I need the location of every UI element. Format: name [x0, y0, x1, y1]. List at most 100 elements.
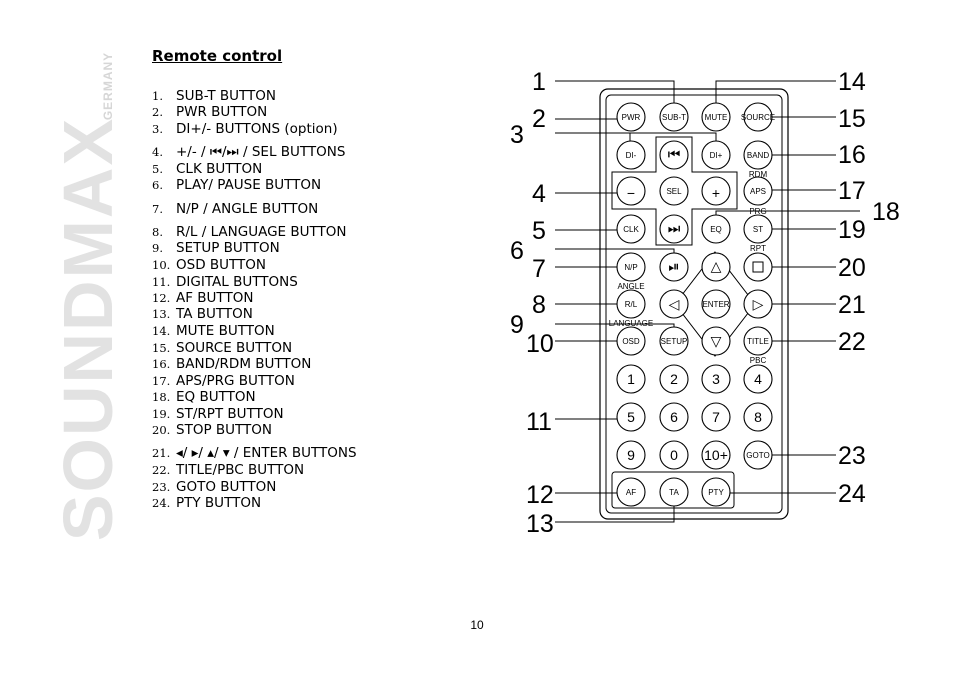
list-item-number: 21.	[152, 446, 171, 460]
digit-label: 2	[670, 371, 678, 387]
band-button-label: BAND	[747, 151, 769, 160]
list-item: 14.MUTE BUTTON	[152, 323, 275, 339]
list-item-text: AF BUTTON	[176, 290, 254, 306]
list-item-number: 24.	[152, 496, 171, 510]
callout-line-14	[715, 80, 836, 103]
digit-button	[616, 440, 646, 470]
prev-track-icon: ⏮	[668, 146, 681, 162]
aps-button	[743, 176, 773, 206]
pbc-label: PBC	[750, 356, 767, 365]
list-item: 23.GOTO BUTTON	[152, 479, 276, 495]
list-item: 19.ST/RPT BUTTON	[152, 406, 284, 422]
digit-button	[701, 402, 731, 432]
clk-button-label: CLK	[623, 225, 639, 234]
callout-number: 22	[838, 328, 866, 356]
callout-number: 4	[532, 180, 546, 208]
list-item: 1. SUB-T BUTTON	[152, 88, 276, 104]
n-p-button-label: N/P	[624, 263, 637, 272]
list-item-number: 7.	[152, 202, 163, 216]
callout-number: 1	[532, 68, 546, 96]
minus-button	[616, 176, 646, 206]
list-item-text: EQ BUTTON	[176, 389, 256, 405]
list-item-number: 16.	[152, 357, 171, 371]
digit-button	[616, 364, 646, 394]
digit-button	[659, 440, 689, 470]
digit-button	[743, 364, 773, 394]
sel-button	[659, 176, 689, 206]
down-arrow-icon: ▽	[711, 333, 722, 349]
up-button	[701, 252, 731, 282]
pwr-button	[616, 102, 646, 132]
callout-number: 20	[838, 254, 866, 282]
angle-label: ANGLE	[617, 282, 644, 291]
callout-number: 24	[838, 480, 866, 508]
digit-label: 9	[627, 447, 635, 463]
list-item-text: CLK BUTTON	[176, 161, 263, 177]
callout-number: 12	[526, 481, 554, 509]
stop-icon	[752, 261, 764, 273]
callout-number: 9	[510, 311, 524, 339]
af-ta-pty-box	[611, 471, 735, 509]
list-item-text: APS/PRG BUTTON	[176, 373, 295, 389]
list-item-text: PWR BUTTON	[176, 104, 268, 120]
list-item-number: 13.	[152, 307, 171, 321]
callout-number: 10	[526, 330, 554, 358]
callout-number: 21	[838, 291, 866, 319]
brand-sub-text: GERMANY	[101, 51, 115, 121]
list-item-text: BAND/RDM BUTTON	[176, 356, 312, 372]
list-item-number: 18.	[152, 390, 171, 404]
list-item-text: SUB-T BUTTON	[176, 88, 277, 104]
di-minus-button	[616, 140, 646, 170]
list-item-number: 1.	[152, 89, 163, 103]
callout-line-18	[715, 210, 860, 215]
up-arrow-icon: △	[711, 258, 722, 274]
list-item: 5.CLK BUTTON	[152, 161, 262, 177]
mute-button-label: MUTE	[705, 113, 728, 122]
list-item-text: OSD BUTTON	[176, 257, 267, 273]
callout-number: 6	[510, 237, 524, 265]
aps-button-label: APS	[750, 187, 766, 196]
list-item-text: MUTE BUTTON	[176, 323, 275, 339]
list-item-number: 8.	[152, 225, 163, 239]
digit-button	[659, 364, 689, 394]
di-plus-button-label: DI+	[710, 151, 723, 160]
setup-button-label: SETUP	[661, 337, 688, 346]
digit-label: 6	[670, 409, 678, 425]
list-item-number: 11.	[152, 275, 171, 289]
right-arrow-icon: ▷	[753, 296, 764, 312]
title-button-label: TITLE	[747, 337, 769, 346]
clk-button	[616, 214, 646, 244]
list-item: 3.DI+/- BUTTONS (option)	[152, 121, 338, 137]
callout-number: 23	[838, 442, 866, 470]
af-button-label: AF	[626, 488, 636, 497]
list-item: 9.SETUP BUTTON	[152, 240, 280, 256]
list-item: 22.TITLE/PBC BUTTON	[152, 462, 304, 478]
ta-button-label: TA	[669, 488, 679, 497]
digit-label: 8	[754, 409, 762, 425]
callout-line-13	[555, 506, 675, 523]
digit-button	[701, 364, 731, 394]
enter-button-label: ENTER	[702, 300, 729, 309]
digit-label: 3	[712, 371, 720, 387]
list-item: 4.+/- / ⏮/⏭ / SEL BUTTONS	[152, 144, 345, 160]
callout-number: 15	[838, 105, 866, 133]
list-item-text: N/P / ANGLE BUTTON	[176, 201, 319, 217]
digit-label: 4	[754, 371, 762, 387]
list-item-text: SOURCE BUTTON	[176, 340, 293, 356]
callout-number: 7	[532, 255, 546, 283]
digit-label: 10+	[704, 447, 728, 463]
list-item: 11.DIGITAL BUTTONS	[152, 274, 298, 290]
list-item-text: +/- / ⏮/⏭ / SEL BUTTONS	[176, 144, 346, 160]
r-l-button-label: R/L	[625, 300, 638, 309]
plus-icon: +	[712, 185, 720, 201]
brand-watermark: SOUNDMAX	[49, 44, 127, 614]
callout-number: 11	[526, 408, 552, 436]
digit-label: 1	[627, 371, 635, 387]
list-item: 17.APS/PRG BUTTON	[152, 373, 295, 389]
prev-track-button	[659, 140, 689, 170]
list-item-number: 6.	[152, 178, 163, 192]
callout-line-9	[555, 323, 675, 327]
list-item-number: 23.	[152, 480, 171, 494]
callout-line-6	[555, 248, 675, 253]
